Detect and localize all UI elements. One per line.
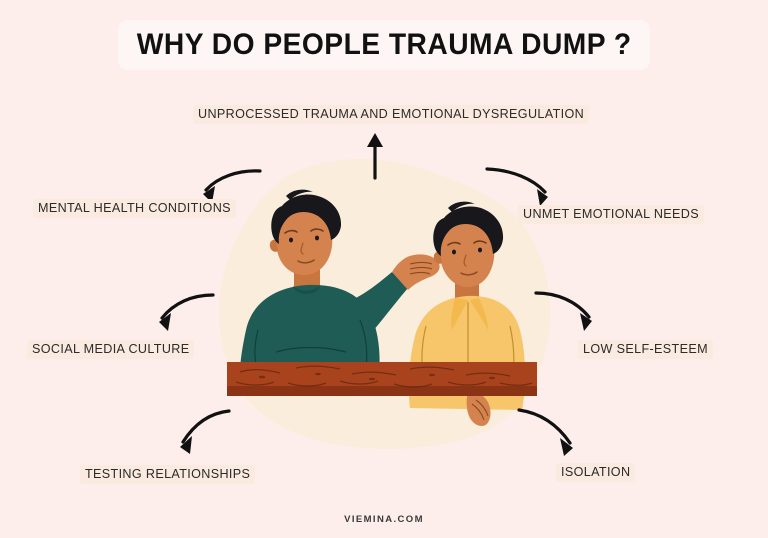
left-person-collar: [293, 286, 320, 294]
left-person-brow-right: [310, 228, 324, 232]
label-isolation: ISOLATION: [556, 463, 636, 482]
right-person-eye-left: [452, 249, 456, 255]
left-person-brow-left: [284, 229, 298, 234]
left-person: [240, 189, 440, 375]
left-person-eye-right: [315, 235, 319, 241]
label-unprocessed-trauma: UNPROCESSED TRAUMA AND EMOTIONAL DYSREGU…: [193, 105, 590, 124]
right-person-nose: [463, 254, 467, 267]
left-person-head: [276, 207, 333, 276]
label-mental-health-conditions: MENTAL HEALTH CONDITIONS: [33, 199, 236, 218]
right-person-eye-right: [478, 247, 482, 253]
right-person-hair-curls: [448, 201, 475, 212]
table-wood-grain: [235, 365, 533, 388]
label-unmet-emotional-needs: UNMET EMOTIONAL NEEDS: [518, 205, 704, 224]
left-person-arm: [347, 272, 408, 337]
left-person-mouth: [297, 259, 315, 264]
table-wood-knots: [258, 372, 496, 381]
left-person-ear: [269, 239, 278, 252]
right-person-collar-right: [470, 298, 488, 330]
right-person-brow-left: [447, 241, 461, 246]
left-person-nose: [300, 242, 304, 255]
table-top: [227, 362, 537, 390]
left-person-hair-curls: [286, 189, 313, 200]
left-person-eye-left: [289, 237, 293, 243]
right-person-finger-lines: [471, 399, 489, 421]
left-person-finger-lines: [409, 261, 433, 275]
page-title: WHY DO PEOPLE TRAUMA DUMP ?: [136, 28, 632, 61]
left-person-hair: [271, 194, 342, 244]
table: [227, 362, 537, 396]
right-person-mouth: [460, 271, 478, 276]
right-person-collar-left: [451, 298, 468, 330]
title-plate: WHY DO PEOPLE TRAUMA DUMP ?: [118, 20, 650, 70]
right-person-head: [440, 219, 495, 288]
label-testing-relationships: TESTING RELATIONSHIPS: [80, 465, 256, 484]
label-social-media-culture: SOCIAL MEDIA CULTURE: [27, 340, 195, 359]
left-person-fingers: [404, 258, 440, 284]
right-person-hair: [433, 206, 504, 256]
right-person-hand: [466, 392, 491, 426]
label-low-self-esteem: LOW SELF-ESTEEM: [578, 340, 713, 359]
right-person-brow-right: [473, 240, 487, 244]
footer-watermark: VIEMINA.COM: [344, 514, 424, 525]
table-edge: [227, 386, 537, 396]
